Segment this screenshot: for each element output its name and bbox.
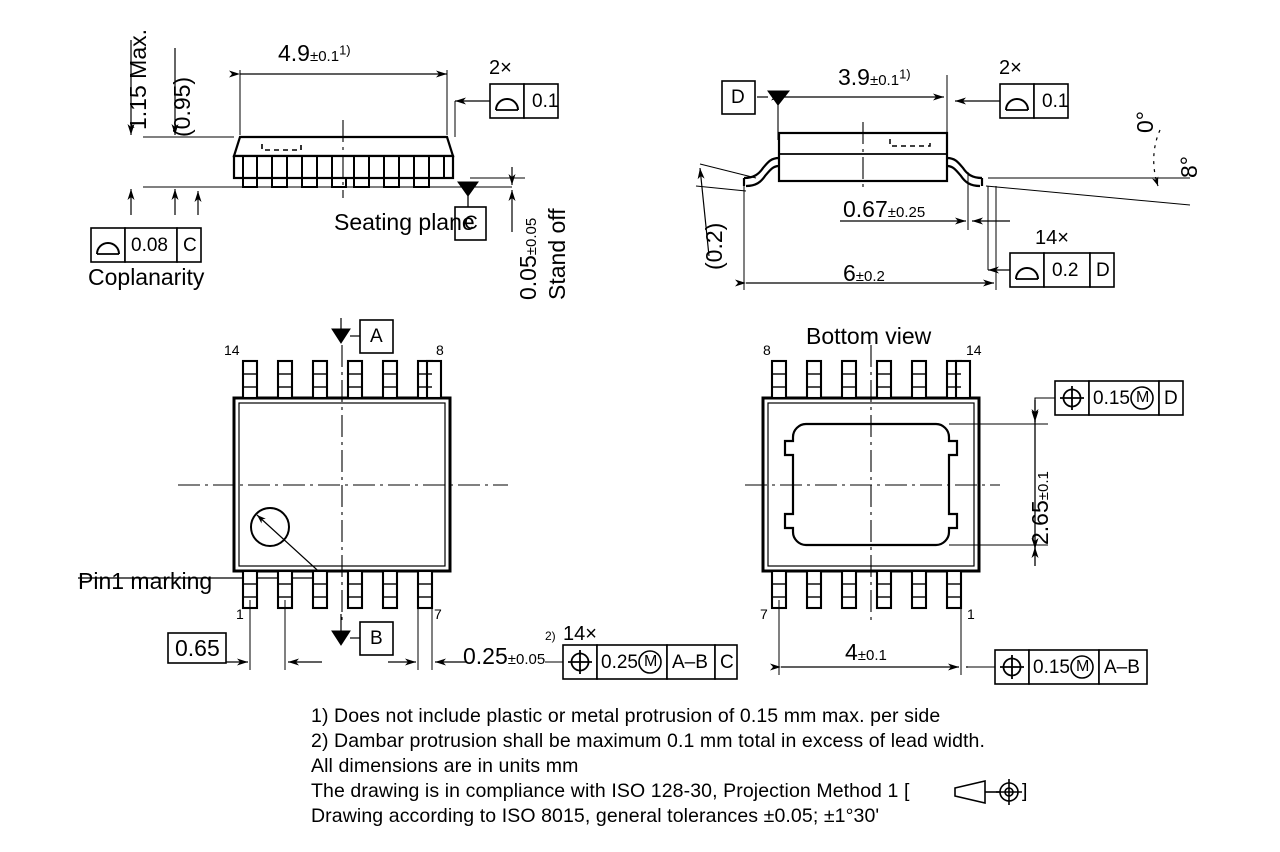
side-lead-profile-count-label: 14× [1035, 227, 1069, 249]
top-pin-7-label: 7 [434, 606, 442, 622]
side-body-width-dim: 3.9±0.11) [838, 64, 911, 90]
bottom-view-title: Bottom view [806, 323, 932, 349]
bottom-view-geometry [745, 345, 1055, 675]
top-datum-b: B [370, 628, 383, 649]
note-line-4: The drawing is in compliance with ISO 12… [311, 780, 910, 802]
bottom-pad-height-dim: 2.65±0.1 [1027, 471, 1053, 545]
bottom-position-value: 0.15 [1033, 657, 1070, 678]
seating-plane-label: Seating plane [334, 209, 475, 235]
side-profile-value: 0.1 [1042, 91, 1069, 112]
front-view-geometry [127, 40, 525, 261]
bottom-position-modifier-top: M [1136, 389, 1150, 406]
bottom-position-value-top: 0.15 [1093, 388, 1130, 409]
side-angle-min-label: 0° [1132, 111, 1158, 133]
coplanarity-label: Coplanarity [88, 264, 205, 290]
note-line-3: All dimensions are in units mm [311, 755, 579, 777]
coplanarity-datum: C [183, 235, 197, 256]
side-angle-max-label: 8° [1176, 156, 1202, 178]
pin1-marking-label: Pin1 marking [78, 568, 213, 594]
bottom-position-datums-ab: A–B [1104, 657, 1140, 678]
top-position-datum-c: C [720, 652, 734, 673]
bottom-pad-width-dim: 4±0.1 [845, 639, 887, 665]
side-datum-d: D [731, 87, 745, 108]
coplanarity-value: 0.08 [131, 235, 168, 256]
top-pin-8-label: 8 [436, 342, 444, 358]
front-height-max-label: 1.15 Max. [125, 29, 151, 130]
bottom-pin-14-label: 14 [966, 342, 982, 358]
projection-method-symbol [954, 779, 1022, 805]
side-overall-width-dim: 6±0.2 [843, 260, 885, 286]
top-pitch-dim: 0.65 [175, 635, 220, 661]
top-lead-width-dim: 0.25±0.05 [463, 643, 546, 669]
seating-plane-datum: C [464, 213, 478, 234]
side-lead-profile-value: 0.2 [1052, 260, 1079, 281]
bottom-pin-7-label: 7 [760, 606, 768, 622]
top-pin-1-label: 1 [236, 606, 244, 622]
front-body-height-ref-label: (0.95) [169, 76, 195, 137]
bottom-position-datum-top: D [1164, 388, 1178, 409]
side-lead-foot-dim: 0.67±0.25 [843, 196, 926, 222]
bottom-pin-8-label: 8 [763, 342, 771, 358]
stand-off-label: Stand off [544, 208, 570, 300]
top-pin-14-label: 14 [224, 342, 240, 358]
bottom-position-modifier: M [1076, 658, 1090, 675]
top-position-value: 0.25 [601, 652, 638, 673]
front-body-length-dim: 4.9±0.11) [278, 40, 351, 66]
note-line-1: 1) Does not include plastic or metal pro… [311, 705, 941, 727]
top-position-datums-ab: A–B [672, 652, 708, 673]
note-line-2: 2) Dambar protrusion shall be maximum 0.… [311, 730, 986, 752]
side-view-geometry [695, 75, 1191, 290]
top-view-geometry [78, 318, 563, 670]
note-line-5: Drawing according to ISO 8015, general t… [311, 805, 880, 827]
side-profile-count-label: 2× [999, 57, 1022, 79]
side-lead-profile-datum: D [1096, 260, 1110, 281]
top-lead-width-note: 2) [545, 629, 556, 643]
bottom-pin-1-label: 1 [967, 606, 975, 622]
top-position-count-label: 14× [563, 623, 597, 645]
top-datum-a: A [370, 326, 383, 347]
note-line-4-tail: ] [1022, 780, 1028, 802]
front-profile-count-label: 2× [489, 57, 512, 79]
top-position-modifier: M [644, 653, 658, 670]
side-lead-thickness-ref: (0.2) [701, 222, 727, 270]
front-profile-value: 0.1 [532, 91, 559, 112]
stand-off-dim: 0.05±0.05 [515, 217, 541, 300]
